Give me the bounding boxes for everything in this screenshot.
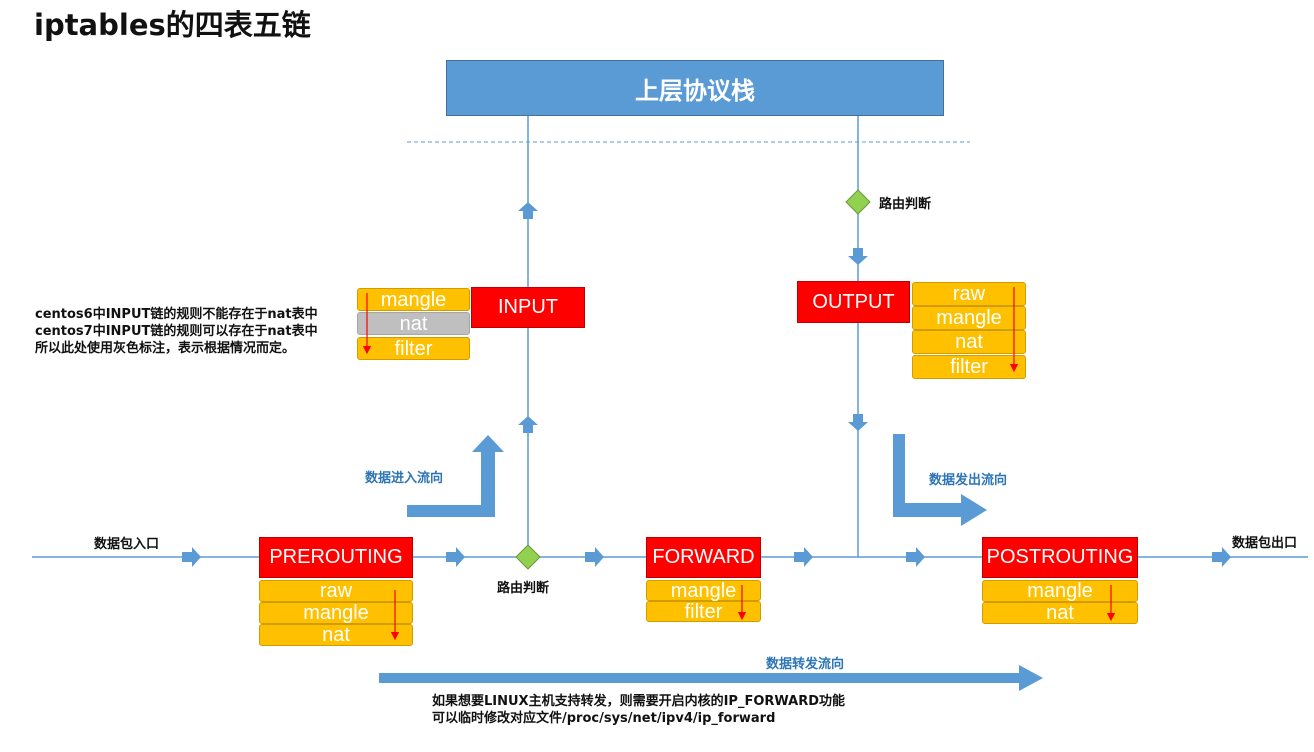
note-line: centos7中INPUT链的规则可以存在于nat表中: [35, 324, 318, 339]
routing-diamond-icon: [845, 189, 871, 215]
chain-forward: FORWARD: [646, 537, 761, 578]
routing-label: 路由判断: [879, 197, 932, 212]
flow-in-arrow-icon: [407, 435, 504, 517]
table-nat: nat: [982, 602, 1138, 624]
table-filter: filter: [646, 601, 761, 622]
note-line: 可以临时修改对应文件/proc/sys/net/ipv4/ip_forward: [432, 711, 776, 726]
chain-output: OUTPUT: [797, 281, 910, 323]
flow-in-label: 数据进入流向: [365, 471, 444, 486]
table-filter: filter: [912, 355, 1026, 379]
table-raw: raw: [912, 282, 1026, 306]
flow-out-arrow-icon: [893, 434, 987, 526]
chain-input: INPUT: [471, 287, 585, 328]
table-filter: filter: [357, 337, 470, 360]
table-nat: nat: [259, 624, 413, 646]
chain-postrouting: POSTROUTING: [982, 537, 1138, 578]
table-mangle: mangle: [259, 602, 413, 624]
ip-forward-note: 如果想要LINUX主机支持转发，则需要开启内核的IP_FORWARD功能 可以临…: [432, 693, 845, 727]
protocol-stack-box: 上层协议栈: [446, 60, 944, 116]
routing-label: 路由判断: [497, 581, 550, 596]
table-mangle: mangle: [982, 580, 1138, 602]
table-mangle: mangle: [646, 580, 761, 601]
packet-in-label: 数据包入口: [94, 537, 160, 552]
table-raw: raw: [259, 580, 413, 602]
flow-out-label: 数据发出流向: [929, 473, 1008, 488]
table-mangle: mangle: [357, 288, 470, 311]
page-title: iptables的四表五链: [34, 8, 311, 42]
packet-out-label: 数据包出口: [1232, 536, 1298, 551]
flow-forward-label: 数据转发流向: [766, 657, 845, 672]
input-nat-note: centos6中INPUT链的规则不能存在于nat表中 centos7中INPU…: [35, 306, 318, 357]
flow-forward-arrow-icon: [379, 665, 1043, 691]
table-nat: nat: [912, 330, 1026, 354]
routing-diamond-icon: [515, 544, 541, 570]
up-arrow-icons: [518, 202, 538, 433]
note-line: 所以此处使用灰色标注，表示根据情况而定。: [35, 341, 296, 356]
note-line: centos6中INPUT链的规则不能存在于nat表中: [35, 307, 318, 322]
table-nat-disabled: nat: [357, 312, 470, 335]
right-arrow-icons: [182, 547, 1231, 567]
down-arrow-icons: [848, 248, 868, 431]
chain-prerouting: PREROUTING: [259, 537, 413, 578]
table-mangle: mangle: [912, 306, 1026, 330]
note-line: 如果想要LINUX主机支持转发，则需要开启内核的IP_FORWARD功能: [432, 694, 846, 709]
